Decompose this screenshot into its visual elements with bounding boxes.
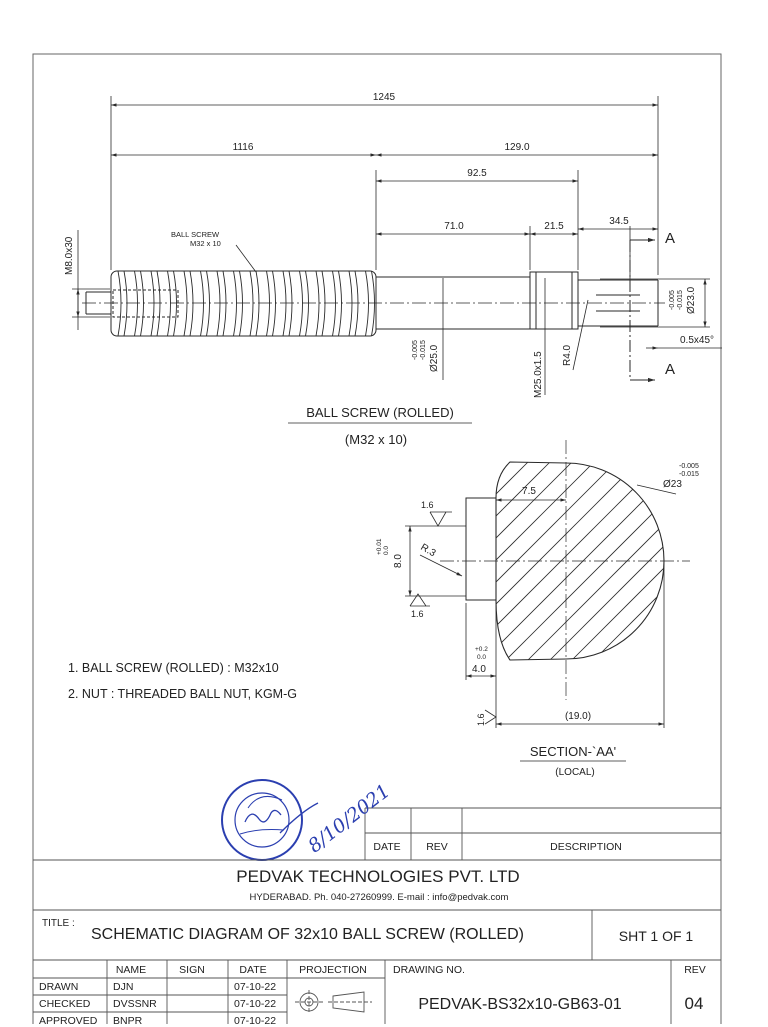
col-sign: SIGN xyxy=(179,964,205,976)
sec-rough-bottom: 1.6 xyxy=(411,609,424,619)
dim-m25: M25.0x1.5 xyxy=(533,351,544,398)
section-mark-top: A xyxy=(665,230,676,247)
sec-flat-tol-2: 0.0 xyxy=(477,654,487,661)
dim-chamfer: 0.5x45° xyxy=(680,335,715,346)
sec-key-width: 7.5 xyxy=(522,486,536,497)
shaft-view xyxy=(82,237,665,383)
sec-flat: 4.0 xyxy=(472,664,486,675)
sec-dia: Ø23 xyxy=(663,479,682,490)
dia23-tol-2: -0.015 xyxy=(677,290,684,310)
dia23-tol-1: -0.005 xyxy=(669,290,676,310)
sec-rough-side: 1.6 xyxy=(476,713,486,726)
dimension-lines xyxy=(72,96,722,395)
dia25-tol-2: -0.015 xyxy=(420,340,427,360)
row-checked-role: CHECKED xyxy=(39,998,91,1010)
sec-keydepth-tol-1: +0.01 xyxy=(376,538,383,555)
sec-tol-2: -0.015 xyxy=(679,471,699,478)
sheet-border xyxy=(32,53,722,1024)
rev-date-header: DATE xyxy=(373,841,401,853)
section-mark-bottom: A xyxy=(665,361,676,378)
row-approved-name: BNPR xyxy=(113,1015,143,1027)
section-title: SECTION-`AA' xyxy=(529,744,617,759)
dim-dia25: Ø25.0 xyxy=(429,344,440,372)
rev-rev-header: REV xyxy=(426,841,448,853)
sec-across: (19.0) xyxy=(564,711,592,722)
note-2: 2. NUT : THREADED BALL NUT, KGM-G xyxy=(68,687,297,701)
row-approved-role: APPROVED xyxy=(39,1015,98,1027)
row-checked-date: 07-10-22 xyxy=(234,998,277,1010)
row-drawn-name: DJN xyxy=(113,981,134,993)
dim-end-length: 129.0 xyxy=(504,142,530,153)
row-approved-date: 07-10-22 xyxy=(234,1015,277,1027)
company-seal xyxy=(221,779,319,861)
title-label: TITLE : xyxy=(42,918,75,929)
sec-keydepth-tol-2: 0.0 xyxy=(383,545,390,555)
sheet-number: SHT 1 OF 1 xyxy=(618,928,694,944)
sec-key-depth: 8.0 xyxy=(393,554,404,568)
dim-r4: R4.0 xyxy=(562,344,573,366)
callout-ball-screw-size: M32 x 10 xyxy=(190,239,221,248)
company-name: PEDVAK TECHNOLOGIES PVT. LTD xyxy=(236,867,520,886)
dia25-tol-1: -0.005 xyxy=(412,340,419,360)
sec-flat-tol-1: +0.2 xyxy=(475,646,488,653)
rev-desc-header: DESCRIPTION xyxy=(550,841,622,853)
row-checked-name: DVSSNR xyxy=(113,998,157,1010)
dim-dia23: Ø23.0 xyxy=(686,286,697,314)
sec-tol-1: -0.005 xyxy=(679,463,699,470)
dim-m8: M8.0x30 xyxy=(64,236,75,275)
col-drawing-no: DRAWING NO. xyxy=(393,964,465,976)
col-rev: REV xyxy=(684,964,706,976)
section-subtitle: (LOCAL) xyxy=(555,767,595,778)
dim-overall: 1245 xyxy=(372,92,396,103)
dim-thread-length: 1116 xyxy=(232,142,254,153)
section-view xyxy=(405,440,690,728)
row-drawn-date: 07-10-22 xyxy=(234,981,277,993)
dim-71: 71.0 xyxy=(444,221,464,232)
note-1: 1. BALL SCREW (ROLLED) : M32x10 xyxy=(68,661,279,675)
col-date: DATE xyxy=(239,964,267,976)
dim-92: 92.5 xyxy=(467,168,487,179)
sec-rough-top: 1.6 xyxy=(421,500,434,510)
drawing-title: SCHEMATIC DIAGRAM OF 32x10 BALL SCREW (R… xyxy=(91,926,524,943)
col-projection: PROJECTION xyxy=(299,964,367,976)
drawing-number: PEDVAK-BS32x10-GB63-01 xyxy=(418,996,622,1013)
dim-21: 21.5 xyxy=(544,221,564,232)
row-drawn-role: DRAWN xyxy=(39,981,79,993)
view-subtitle: (M32 x 10) xyxy=(344,432,408,447)
title-block-lines xyxy=(33,807,721,1024)
dim-34: 34.5 xyxy=(609,216,629,227)
revision-number: 04 xyxy=(684,994,704,1013)
col-name: NAME xyxy=(115,964,147,976)
callout-ball-screw: BALL SCREW xyxy=(171,230,220,239)
view-title: BALL SCREW (ROLLED) xyxy=(306,405,454,420)
company-address: HYDERABAD. Ph. 040-27260999. E-mail : in… xyxy=(249,892,509,903)
